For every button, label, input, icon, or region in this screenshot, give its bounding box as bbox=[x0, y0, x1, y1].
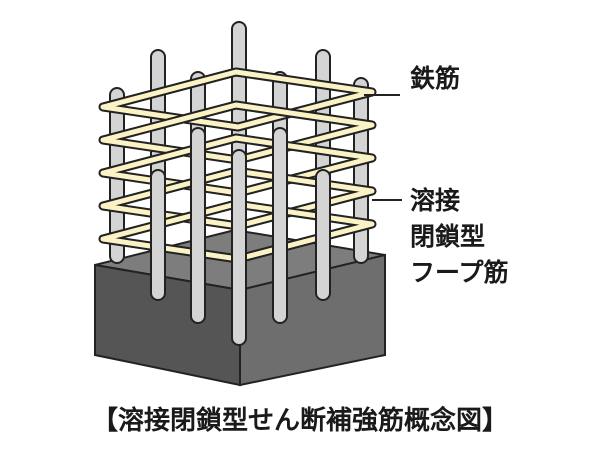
rebar bbox=[272, 127, 288, 324]
hoop-label-line3: フープ筋 bbox=[410, 258, 509, 287]
rebar bbox=[315, 169, 331, 301]
rebar bbox=[150, 169, 166, 301]
hoop-label-line1: 溶接 bbox=[410, 186, 461, 215]
hoop-label-line2: 閉鎖型 bbox=[410, 222, 486, 251]
figure-caption: 【溶接閉鎖型せん断補強筋概念図】 bbox=[91, 406, 508, 436]
rebar bbox=[353, 77, 369, 264]
rebars-front bbox=[150, 127, 331, 346]
rebar-label: 鉄筋 bbox=[410, 64, 461, 93]
rebar bbox=[190, 127, 206, 324]
rebar bbox=[231, 149, 247, 346]
